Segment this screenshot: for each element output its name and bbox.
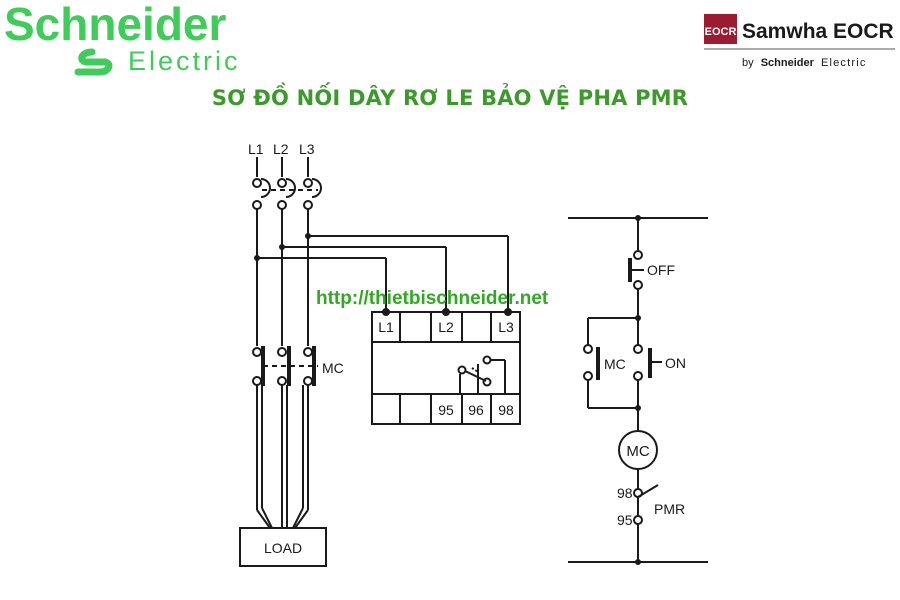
off-pushbutton — [628, 250, 644, 290]
eocr-badge-text: EOCR — [705, 26, 737, 38]
mc-holding-contact — [583, 344, 600, 381]
relay-terminal-98: 98 — [498, 402, 514, 418]
diagram-wires — [239, 157, 708, 567]
pmr-contact — [633, 484, 659, 525]
schneider-swoosh-icon — [74, 48, 113, 76]
junction-dots — [254, 215, 641, 565]
schneider-electric-logo: Schneider Electric — [4, 0, 241, 76]
contactor-label: MC — [322, 360, 344, 376]
circuit-breaker — [252, 178, 322, 210]
coil-label: MC — [626, 443, 649, 460]
logo-brand-text: Schneider — [4, 0, 227, 50]
on-pushbutton — [633, 344, 662, 381]
logo-electric-text: Electric — [128, 46, 241, 76]
pmr-terminal-95: 95 — [617, 512, 633, 528]
relay-terminal-l2: L2 — [438, 319, 454, 335]
phase-label-l1: L1 — [248, 141, 264, 157]
off-label: OFF — [647, 262, 675, 278]
phase-label-l2: L2 — [273, 141, 289, 157]
load-label: LOAD — [264, 540, 302, 556]
samwha-eocr-logo: EOCR Samwha EOCR by Schneider Electric — [704, 14, 895, 69]
pmr-relay — [371, 311, 521, 425]
website-watermark: http://thietbischneider.net — [316, 288, 549, 309]
logo-by-text: by Schneider Electric — [742, 57, 867, 69]
relay-terminal-l3: L3 — [498, 319, 514, 335]
samwha-eocr-text: Samwha EOCR — [742, 20, 894, 43]
mc-contact-label: MC — [604, 356, 626, 372]
page-title: SƠ ĐỒ NỐI DÂY RƠ LE BẢO VỆ PHA PMR — [211, 86, 689, 110]
main-contactor — [252, 346, 318, 386]
load-box — [239, 527, 327, 567]
phase-label-l3: L3 — [299, 141, 315, 157]
relay-terminal-95: 95 — [438, 402, 454, 418]
pmr-label: PMR — [654, 501, 685, 517]
eocr-badge — [704, 14, 737, 44]
pmr-terminal-98: 98 — [617, 485, 633, 501]
relay-terminal-l1: L1 — [378, 319, 394, 335]
relay-terminal-96: 96 — [468, 402, 484, 418]
on-label: ON — [665, 355, 686, 371]
